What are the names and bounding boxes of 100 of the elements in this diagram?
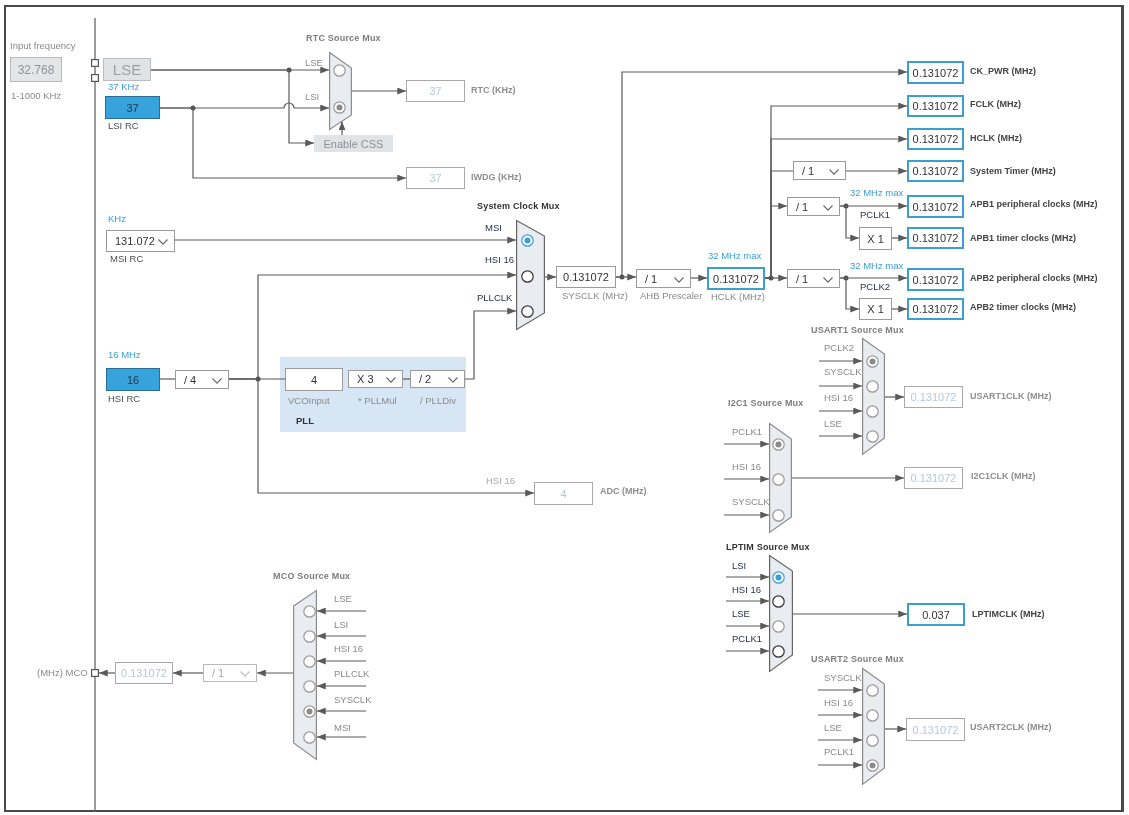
multiplier-field: X 1 [859, 227, 892, 250]
output-label: USART1CLK (MHz) [970, 391, 1052, 402]
edge-label: PCLK1 [824, 746, 855, 757]
output-value-field: 0.131072 [904, 386, 963, 408]
mux-title: LPTIM Source Mux [726, 542, 810, 553]
connector-arrow [98, 669, 116, 677]
multiplier-dropdown: X 3 [348, 370, 403, 388]
output-label: CK_PWR (MHz) [970, 66, 1036, 77]
edge-label: LSI [305, 91, 320, 102]
edge-label: LSE [732, 608, 750, 619]
mux-title: I2C1 Source Mux [728, 398, 804, 409]
output-label: System Timer (MHz) [970, 166, 1056, 177]
connector-arrow [172, 669, 204, 677]
frequency-limit-label: 32 MHz max [850, 187, 904, 198]
field-caption: SYSCLK (MHz) [562, 290, 628, 301]
connector-arrow [818, 407, 863, 415]
edge-label: LSE [824, 722, 842, 733]
output-label: APB2 peripheral clocks (MHz) [970, 273, 1098, 284]
output-value-field: 0.131072 [907, 298, 964, 320]
edge-label: HSI 16 [732, 461, 762, 472]
css-toggle-button: Enable CSS [314, 135, 393, 152]
frequency-limit-label: 32 MHz max [850, 260, 904, 271]
connector-arrow [725, 573, 770, 581]
connector-arrow [723, 475, 770, 483]
connector-arrow [174, 236, 517, 244]
connector-arrow [316, 733, 367, 741]
output-value-field: 4 [534, 482, 593, 505]
oscillator-label: LSI RC [108, 120, 139, 131]
output-label: IWDG (KHz) [471, 172, 522, 183]
connector-arrow [764, 274, 788, 282]
edge-label: MSI [485, 222, 502, 233]
edge-label: HSI 16 [732, 584, 762, 595]
edge-label: HSI 16 [824, 697, 854, 708]
output-label: USART2CLK (MHz) [970, 722, 1052, 733]
field-caption: * PLLMul [358, 395, 397, 406]
edge-label: SYSCLK [334, 694, 372, 705]
pll-panel [280, 357, 466, 432]
value-field: 4 [285, 368, 343, 391]
connector-arrow [544, 273, 557, 281]
field-caption: HCLK (MHz) [711, 291, 765, 302]
output-value-field: 37 [406, 80, 465, 102]
connector-arrow [690, 274, 708, 282]
field-caption: VCOInput [288, 395, 330, 406]
edge-label: HSI 16 [486, 475, 516, 486]
connector-arrow [884, 393, 905, 401]
connector-arrow [316, 682, 367, 690]
output-value-field: 0.131072 [907, 61, 964, 84]
output-value-field: 0.131072 [907, 195, 964, 218]
edge-label: MSI [334, 722, 351, 733]
connector-arrow [723, 511, 770, 519]
connector-arrow [818, 432, 863, 440]
field-caption: AHB Prescaler [640, 290, 703, 301]
output-value-field: 0.131072 [115, 662, 173, 684]
connector-arrow [725, 622, 770, 630]
divider-dropdown: / 2 [410, 370, 465, 388]
output-label: LPTIMCLK (MHz) [972, 609, 1045, 620]
mux-title: USART2 Source Mux [811, 654, 904, 665]
output-label: FCLK (MHz) [970, 99, 1021, 110]
connector-arrow [316, 607, 367, 615]
connector-arrow [818, 357, 863, 365]
edge-label: SYSCLK [732, 496, 770, 507]
connector-arrow [725, 647, 770, 655]
edge-label: LSI [732, 560, 747, 571]
connector-arrow [228, 378, 535, 497]
edge-label: LSI [334, 619, 349, 630]
connector-arrow [791, 474, 905, 482]
range-label: 1-1000 KHz [11, 90, 62, 101]
frequency-dropdown: 131.072 [106, 230, 175, 252]
edge-label: PLLCLK [334, 668, 370, 679]
edge-label: PCLK1 [860, 209, 891, 220]
value-field: 0.131072 [556, 266, 616, 288]
connector-arrow [351, 87, 407, 95]
oscillator-field: LSE [103, 58, 151, 81]
output-label: I2C1CLK (MHz) [971, 471, 1036, 482]
connector-arrow [818, 382, 863, 390]
output-value-field: 0.037 [907, 603, 965, 626]
connector-arrow [464, 307, 517, 380]
frequency-label: 16 MHz [108, 349, 141, 360]
connector-arrow [316, 707, 367, 715]
prescaler-dropdown: / 1 [787, 197, 840, 216]
edge-label: SYSCLK [824, 672, 862, 683]
connector-arrow [338, 120, 346, 136]
output-value-field: 0.131072 [907, 268, 964, 291]
group-title: PLL [296, 415, 314, 426]
output-label: APB1 peripheral clocks (MHz) [970, 199, 1098, 210]
edge-label: PCLK2 [824, 342, 855, 353]
output-label: APB2 timer clocks (MHz) [970, 302, 1077, 313]
prescaler-dropdown: / 1 [203, 664, 257, 682]
edge-label: SYSCLK [824, 366, 862, 377]
unit-label: KHz [108, 213, 126, 224]
mux-title: MCO Source Mux [273, 571, 351, 582]
frequency-input-field: 32.768 [10, 57, 62, 82]
output-value-field: 0.131072 [907, 160, 964, 182]
connector-arrow [817, 736, 863, 744]
connector-arrow [725, 597, 770, 605]
connector-arrow [316, 632, 367, 640]
connector-line [402, 378, 411, 380]
connector-arrow [817, 686, 863, 694]
prescaler-dropdown: / 1 [787, 269, 840, 288]
mux-title: USART1 Source Mux [811, 325, 904, 336]
